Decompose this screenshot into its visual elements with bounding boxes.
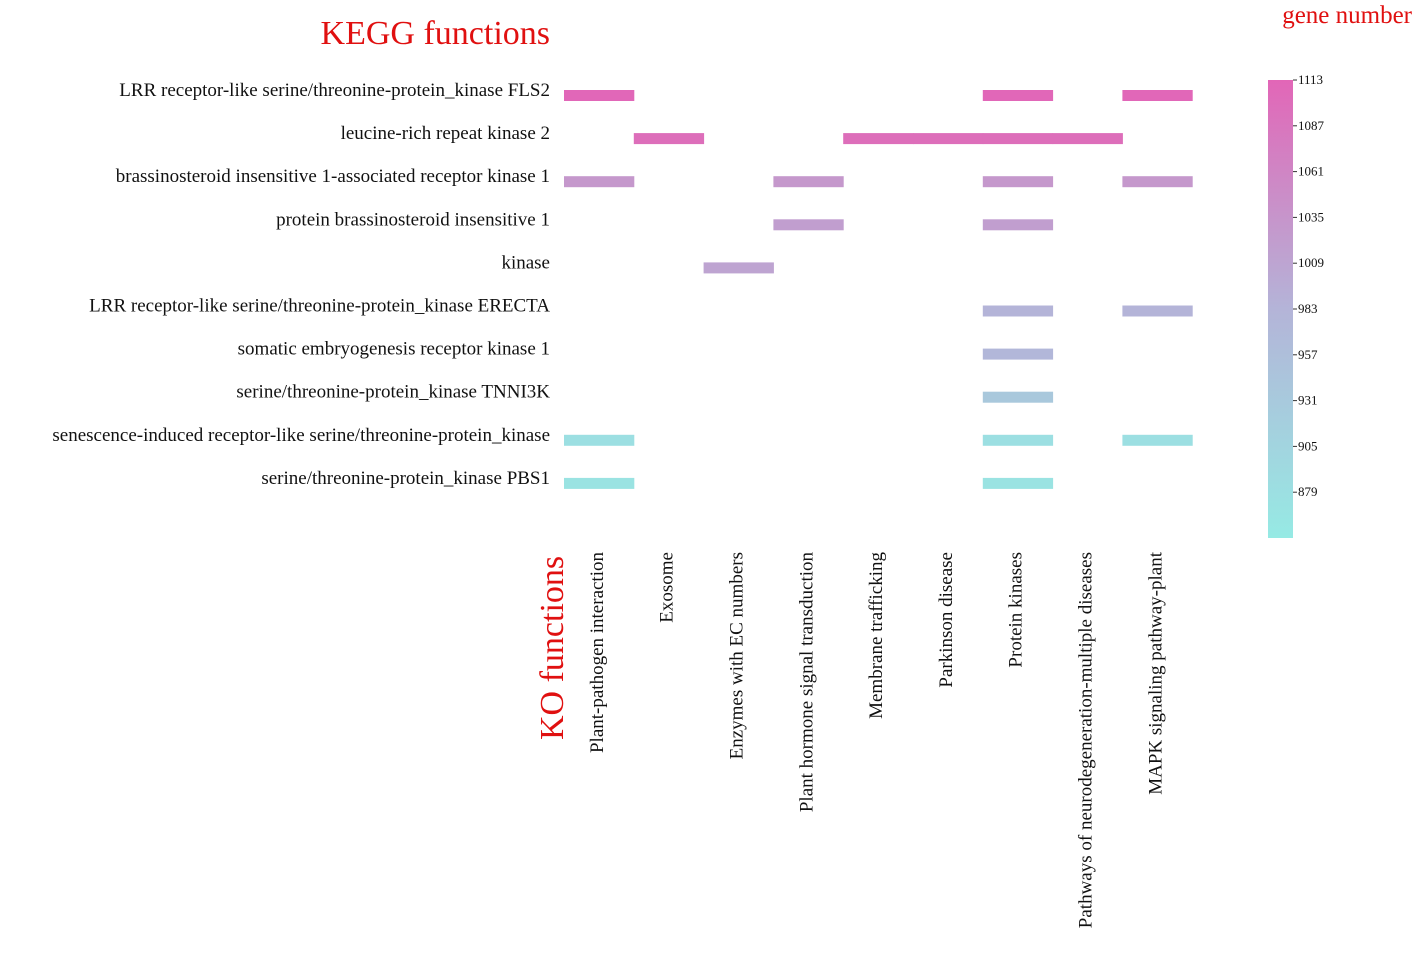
row-label: serine/threonine-protein_kinase TNNI3K [236, 382, 550, 403]
colorbar-title: gene number [1282, 2, 1412, 29]
colorbar-tick-label: 1035 [1298, 209, 1324, 224]
colorbar-tick-label: 879 [1298, 484, 1318, 499]
heatmap-cell [773, 219, 844, 231]
colorbar-tick-label: 1061 [1298, 164, 1324, 179]
heatmap-cell [564, 90, 635, 101]
row-label: senescence-induced receptor-like serine/… [52, 425, 550, 446]
row-label: serine/threonine-protein_kinase PBS1 [261, 468, 550, 489]
row-labels: LRR receptor-like serine/threonine-prote… [52, 80, 550, 489]
heatmap-cell [913, 133, 984, 145]
colorbar-ticks: 1113 1087 1061 1035 1009 983 957 931 905 879 [1293, 72, 1325, 499]
heatmap-cell [982, 176, 1054, 188]
heatmap-cell [982, 305, 1054, 317]
colorbar-tick-label: 983 [1298, 301, 1318, 316]
heatmap-cell [982, 434, 1054, 446]
column-label: Protein kinases [1006, 552, 1027, 668]
colorbar-tick-label: 957 [1298, 347, 1318, 362]
column-label: Membrane trafficking [866, 552, 887, 719]
heatmap-cell [1052, 133, 1123, 145]
colorbar-tick-label: 931 [1298, 393, 1318, 408]
row-label: leucine-rich repeat kinase 2 [341, 123, 550, 144]
heatmap-cell [1122, 305, 1193, 317]
heatmap-cell [982, 477, 1054, 489]
colorbar [1268, 80, 1293, 538]
row-label: kinase [501, 252, 550, 273]
heatmap-cell [564, 477, 635, 489]
heatmap-cell [982, 90, 1054, 101]
row-label: protein brassinosteroid insensitive 1 [276, 209, 550, 230]
column-label: Plant-pathogen interaction [587, 552, 608, 754]
colorbar-tick-label: 1087 [1298, 118, 1325, 133]
heatmap-cell [773, 176, 844, 188]
heatmap-cell [703, 262, 774, 274]
heatmap-cell [564, 176, 635, 188]
heatmap-cell [1122, 434, 1193, 446]
column-label: Plant hormone signal transduction [796, 552, 817, 813]
column-labels: Plant-pathogen interaction Exosome Enzymes… [587, 551, 1166, 928]
column-label: Pathways of neurodegeneration-multiple d… [1076, 552, 1097, 928]
heatmap-cell [982, 348, 1054, 360]
x-axis-title: KO functions [534, 556, 571, 740]
colorbar-tick-label: 1009 [1298, 255, 1324, 270]
heatmap-cell [1122, 90, 1193, 101]
row-label: LRR receptor-like serine/threonine-prote… [119, 80, 550, 101]
heatmap-cell [1122, 176, 1193, 188]
heatmap-cell [633, 133, 705, 145]
row-label: brassinosteroid insensitive 1-associated… [116, 166, 550, 187]
column-label: Exosome [657, 552, 678, 623]
heatmap-cell [982, 391, 1054, 403]
column-label: Parkinson disease [936, 552, 957, 688]
heatmap-cell [843, 133, 914, 145]
heatmap-cell [982, 133, 1054, 145]
colorbar-tick-label: 905 [1298, 438, 1318, 453]
colorbar-tick-label: 1113 [1298, 72, 1323, 87]
column-label: Enzymes with EC numbers [727, 552, 748, 759]
heatmap-cells [564, 90, 1193, 489]
row-label: LRR receptor-like serine/threonine-prote… [89, 296, 550, 317]
heatmap-cell [982, 219, 1054, 231]
row-label: somatic embryogenesis receptor kinase 1 [238, 339, 550, 360]
chart-title: KEGG functions [321, 15, 550, 52]
column-label: MAPK signaling pathway-plant [1145, 551, 1166, 794]
heatmap-cell [564, 434, 635, 446]
